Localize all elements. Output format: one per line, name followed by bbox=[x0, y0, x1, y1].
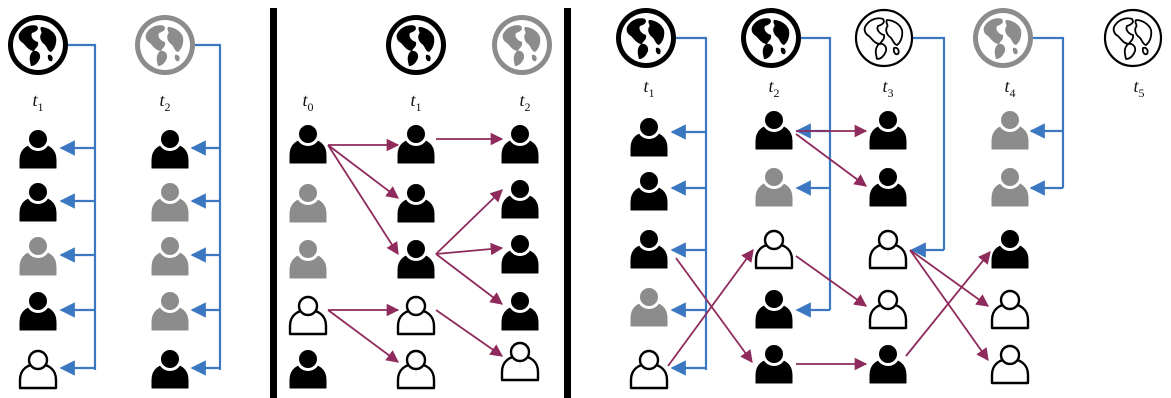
time-label-p3-t4: t4 bbox=[1004, 76, 1015, 100]
blue-line bbox=[912, 36, 946, 250]
purple-arrow bbox=[327, 144, 399, 256]
person-icon bbox=[991, 227, 1029, 269]
person-icon bbox=[151, 347, 189, 389]
person-icon bbox=[754, 229, 794, 270]
person-icon bbox=[396, 349, 436, 390]
person-icon bbox=[18, 349, 58, 390]
person-icon bbox=[288, 295, 328, 336]
panel-separator bbox=[270, 8, 277, 398]
person-icon bbox=[151, 180, 189, 222]
person-icon bbox=[755, 108, 793, 150]
time-label-p1-t1: t1 bbox=[32, 90, 43, 114]
person-icon bbox=[755, 165, 793, 207]
purple-arrow bbox=[675, 257, 753, 364]
globe-icon bbox=[492, 15, 552, 75]
purple-arrow bbox=[795, 255, 868, 307]
person-icon bbox=[19, 289, 57, 331]
person-icon bbox=[19, 127, 57, 169]
person-icon bbox=[19, 180, 57, 222]
purple-arrow bbox=[667, 248, 754, 367]
person-icon bbox=[630, 115, 668, 157]
globe-icon bbox=[8, 15, 68, 75]
purple-arrow bbox=[435, 242, 504, 256]
blue-line bbox=[801, 36, 832, 310]
blue-line bbox=[676, 36, 708, 370]
person-icon bbox=[990, 289, 1030, 330]
purple-arrow bbox=[909, 249, 989, 362]
blue-line bbox=[1033, 36, 1065, 188]
person-icon bbox=[755, 342, 793, 384]
globe-icon bbox=[386, 15, 446, 75]
person-icon bbox=[868, 229, 908, 270]
person-icon bbox=[19, 234, 57, 276]
panel-separator bbox=[564, 8, 571, 398]
person-icon bbox=[991, 108, 1029, 150]
person-icon bbox=[500, 341, 540, 382]
person-icon bbox=[397, 122, 435, 164]
person-icon bbox=[501, 122, 539, 164]
time-label-p3-t2: t2 bbox=[768, 76, 779, 100]
person-icon bbox=[990, 344, 1030, 385]
person-icon bbox=[289, 347, 327, 389]
time-label-p3-t3: t3 bbox=[882, 76, 893, 100]
blue-line bbox=[68, 43, 97, 370]
person-icon bbox=[501, 177, 539, 219]
purple-arrow bbox=[435, 189, 503, 255]
person-icon bbox=[396, 295, 436, 336]
person-icon bbox=[630, 227, 668, 269]
person-icon bbox=[151, 127, 189, 169]
person-icon bbox=[869, 108, 907, 150]
globe-icon bbox=[741, 8, 801, 68]
time-label-p2-t0: t0 bbox=[302, 90, 313, 114]
person-icon bbox=[289, 237, 327, 279]
time-label-p1-t2: t2 bbox=[159, 90, 170, 114]
person-icon bbox=[151, 234, 189, 276]
person-icon bbox=[501, 232, 539, 274]
globe-icon bbox=[1103, 8, 1163, 68]
globe-icon bbox=[973, 8, 1033, 68]
time-label-p2-t1: t1 bbox=[410, 90, 421, 114]
time-label-p3-t5: t5 bbox=[1133, 76, 1144, 100]
globe-icon bbox=[135, 15, 195, 75]
purple-arrow bbox=[909, 249, 990, 307]
person-icon bbox=[629, 349, 669, 390]
blue-line bbox=[195, 43, 222, 370]
person-icon bbox=[869, 342, 907, 384]
person-icon bbox=[289, 122, 327, 164]
purple-arrow bbox=[327, 144, 400, 199]
purple-arrow bbox=[327, 309, 400, 363]
person-icon bbox=[397, 181, 435, 223]
person-icon bbox=[289, 181, 327, 223]
person-icon bbox=[755, 287, 793, 329]
time-label-p2-t2: t2 bbox=[519, 90, 530, 114]
person-icon bbox=[501, 289, 539, 331]
purple-arrow bbox=[435, 309, 504, 357]
person-icon bbox=[397, 237, 435, 279]
globe-icon bbox=[854, 8, 914, 68]
globe-icon bbox=[616, 8, 676, 68]
purple-arrow bbox=[795, 133, 868, 187]
person-icon bbox=[151, 289, 189, 331]
time-label-p3-t1: t1 bbox=[643, 76, 654, 100]
person-icon bbox=[869, 165, 907, 207]
person-icon bbox=[991, 165, 1029, 207]
purple-arrow bbox=[435, 253, 504, 305]
person-icon bbox=[630, 169, 668, 211]
person-icon bbox=[868, 289, 908, 330]
person-icon bbox=[630, 285, 668, 327]
